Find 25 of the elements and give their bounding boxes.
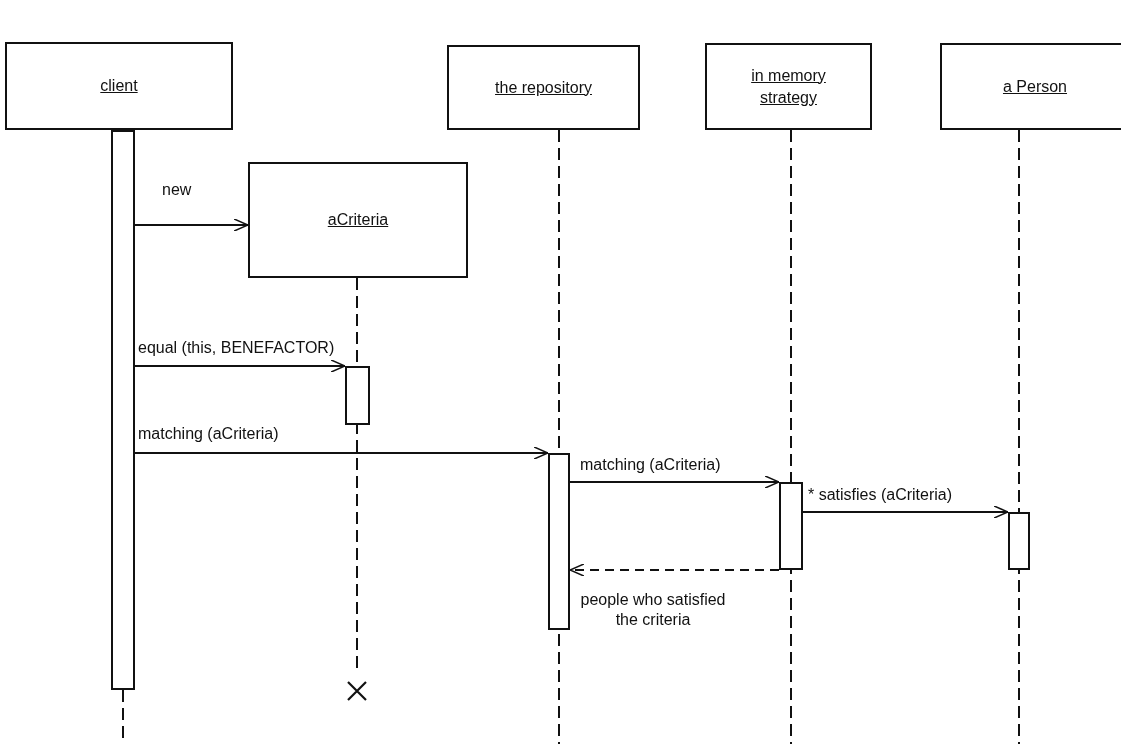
message-label: equal (this, BENEFACTOR): [136, 338, 337, 358]
activation-bar: [345, 366, 370, 425]
object-name: client: [100, 76, 138, 96]
object-box: [940, 43, 1121, 130]
message-arrow: [134, 359, 346, 373]
object-name: in memory strategy: [750, 65, 827, 108]
object-box: [248, 162, 468, 278]
activation-bar: [779, 482, 803, 570]
message-arrow: [134, 446, 549, 460]
activation-bar: [111, 130, 135, 690]
message-arrow: [569, 475, 780, 489]
object-name: a Person: [1002, 76, 1067, 97]
object-name: the repository: [495, 77, 592, 98]
activation-bar: [1008, 512, 1030, 570]
return-arrow: [569, 563, 780, 577]
message-arrow: [802, 505, 1009, 519]
object-name: aCriteria: [327, 210, 389, 230]
message-label: matching (aCriteria): [136, 424, 281, 444]
object-box: [705, 43, 872, 130]
message-label: * satisfies (aCriteria): [806, 485, 955, 505]
activation-bar: [548, 453, 570, 630]
object-box: [5, 42, 233, 130]
message-label: matching (aCriteria): [578, 455, 723, 475]
object-box: [447, 45, 640, 130]
message-arrow: [134, 218, 249, 232]
